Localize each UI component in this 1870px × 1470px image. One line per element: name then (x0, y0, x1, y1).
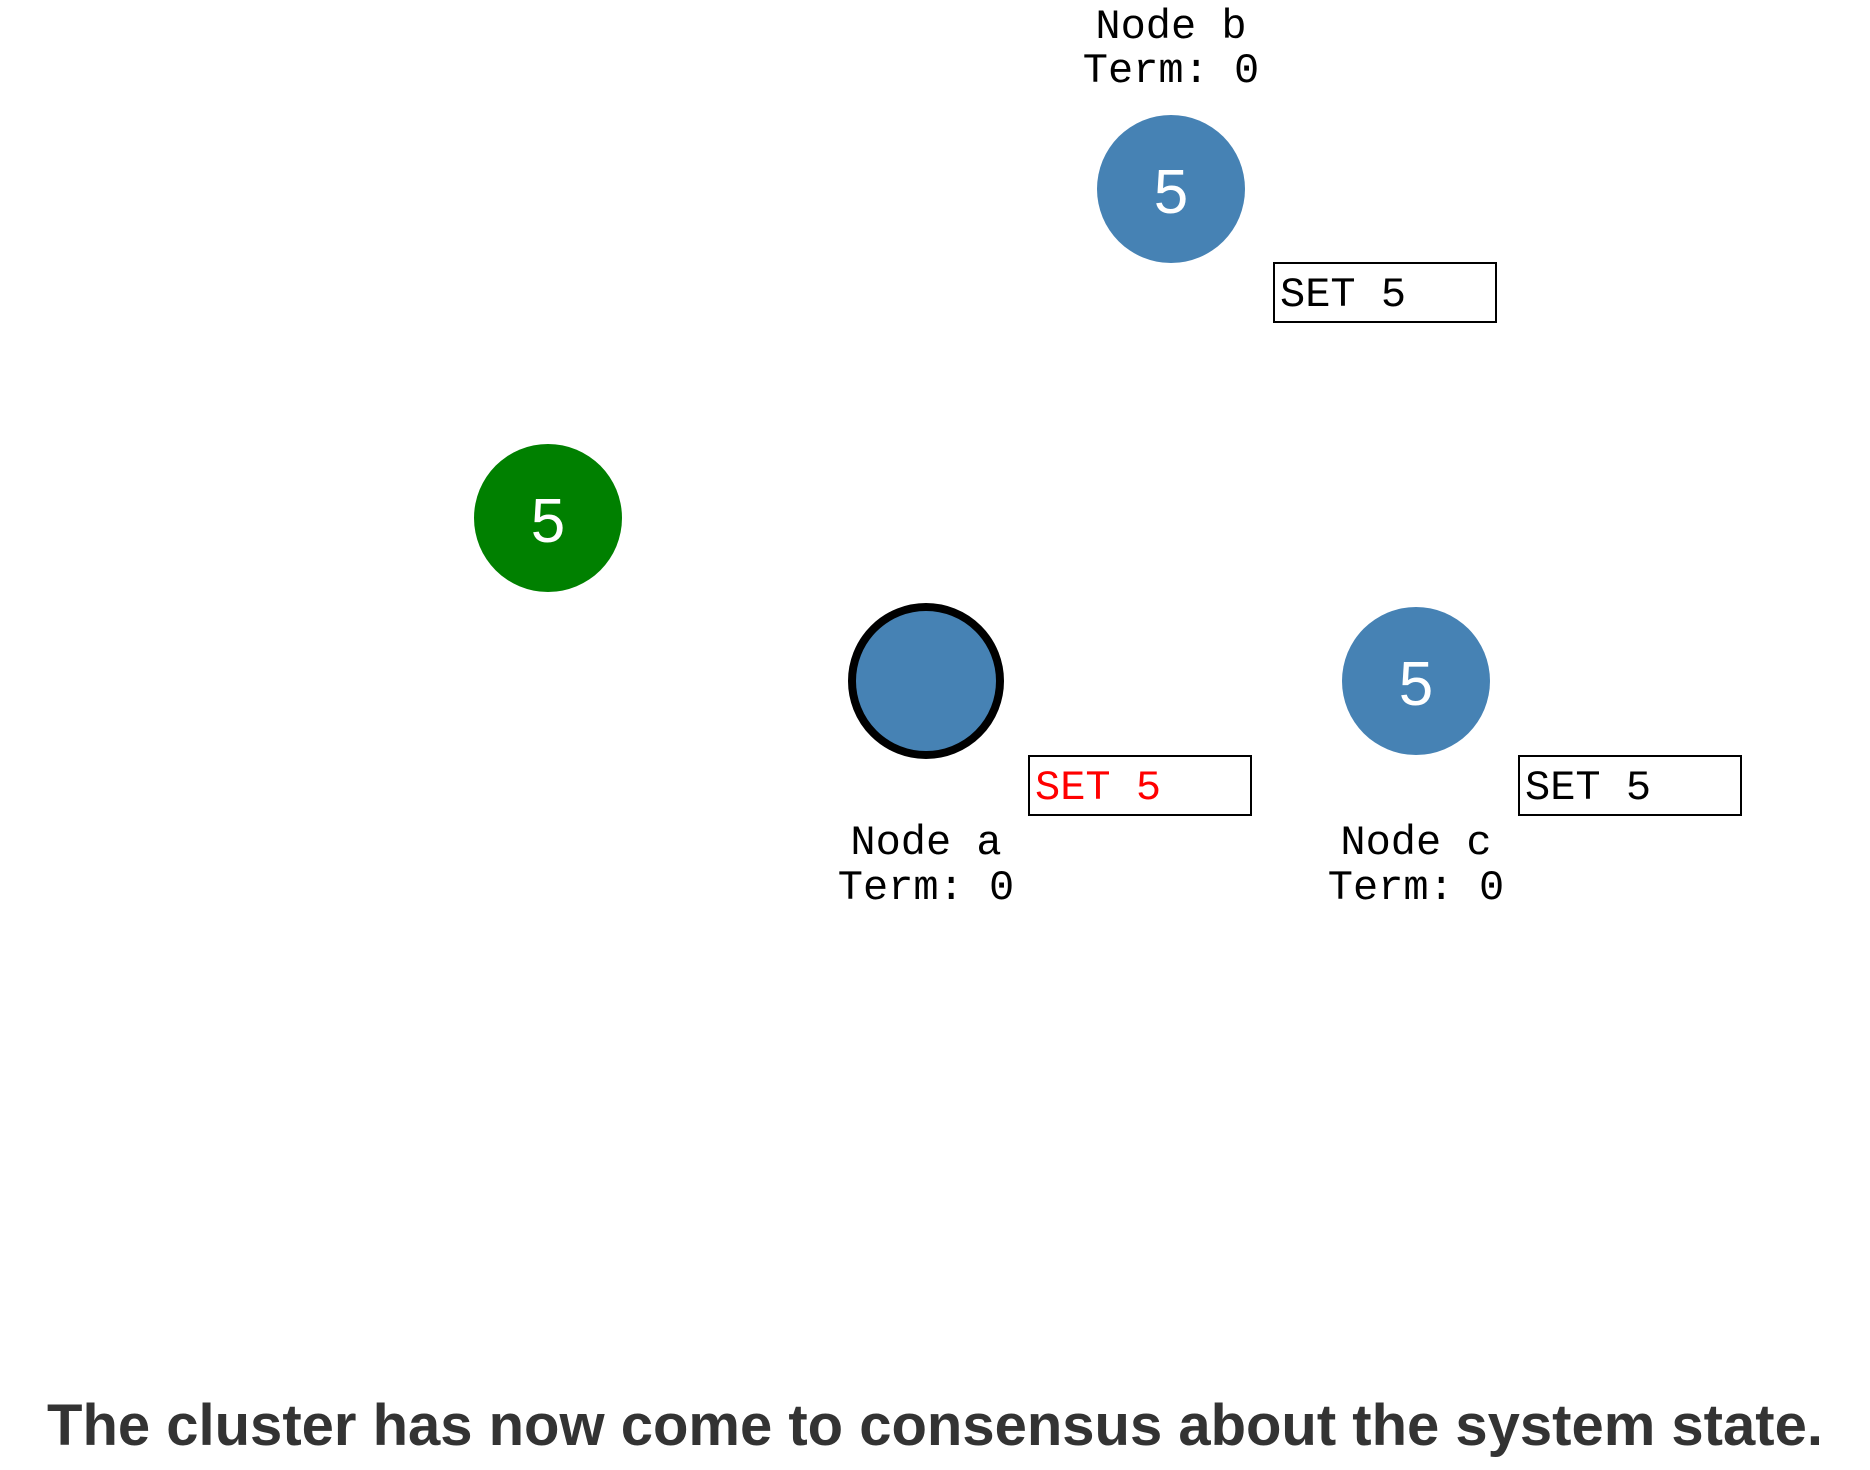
node-c-term: Term: 0 (1328, 864, 1504, 912)
node-a-term: Term: 0 (838, 864, 1014, 912)
node-a: SET 5 Node a Term: 0 (838, 603, 1252, 912)
node-a-circle (848, 603, 1004, 759)
caption: The cluster has now come to consensus ab… (47, 1393, 1823, 1458)
client-value: 5 (531, 487, 565, 556)
node-c-name: Node c (1340, 819, 1491, 867)
node-c-log-entry-box (1518, 755, 1742, 816)
client-circle (474, 444, 622, 592)
node-a-name: Node a (850, 819, 1001, 867)
node-c: 5 SET 5 Node c Term: 0 (1328, 607, 1742, 912)
node-b-circle (1097, 115, 1245, 263)
node-a-log-entry: SET 5 (1035, 764, 1161, 812)
node-b-log-entry: SET 5 (1280, 271, 1406, 319)
node-c-log-entry: SET 5 (1525, 764, 1651, 812)
node-a-log-entry-box (1028, 755, 1252, 816)
node-c-circle (1342, 607, 1490, 755)
node-b-name: Node b (1095, 3, 1246, 51)
node-b-term: Term: 0 (1083, 47, 1259, 95)
node-b-log-entry-box (1273, 262, 1497, 323)
node-b-value: 5 (1154, 158, 1188, 227)
node-c-value: 5 (1399, 650, 1433, 719)
client: 5 (474, 444, 622, 592)
node-b: Node b Term: 0 5 SET 5 (1083, 3, 1497, 323)
